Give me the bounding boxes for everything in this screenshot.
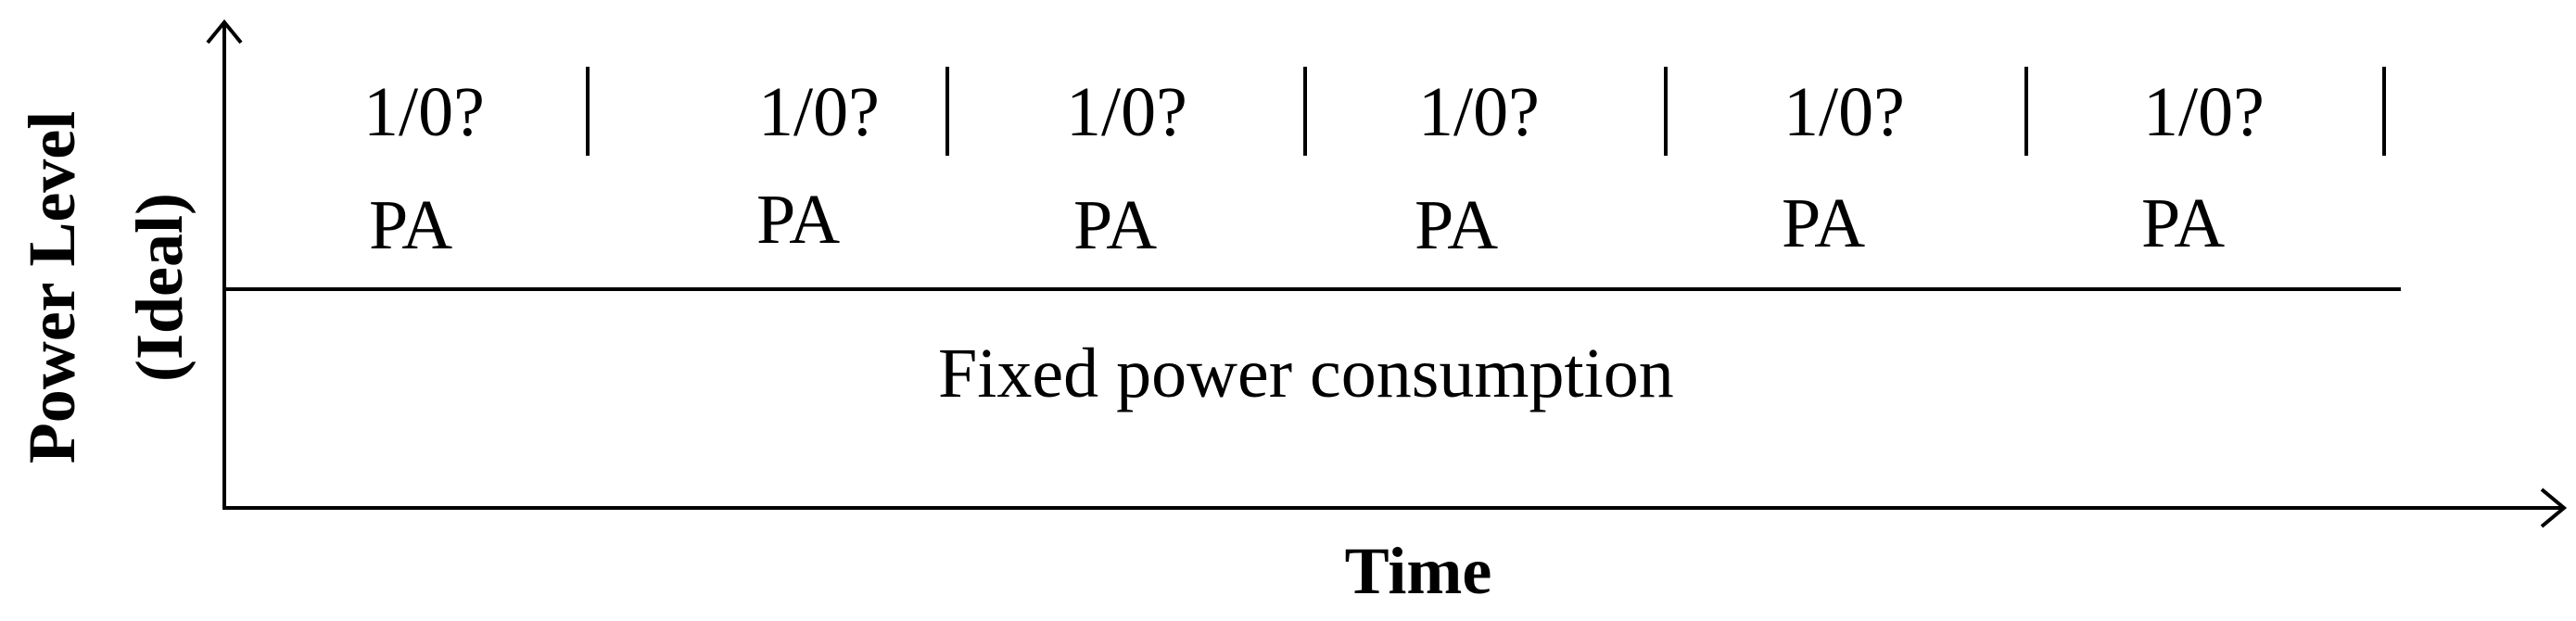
y-axis-arrowhead (206, 19, 243, 44)
slot-pa-label: PA (1782, 184, 1865, 262)
y-axis-title-line2: (Ideal) (122, 193, 197, 382)
x-axis-title: Time (1345, 534, 1492, 608)
slot-pa-label: PA (369, 186, 452, 264)
x-axis-arrowhead (2540, 488, 2568, 528)
slot-pa-label: PA (1073, 186, 1157, 264)
slot-bit-label: 1/0? (1066, 73, 1187, 151)
slot-pa-label: PA (2141, 184, 2225, 262)
slot-bit-label: 1/0? (1418, 73, 1540, 151)
slot-separators (586, 67, 2386, 156)
slot-bit-label: 1/0? (2143, 73, 2265, 151)
slot-pa-label: PA (756, 181, 840, 259)
slot-bit-label: 1/0? (1783, 73, 1905, 151)
slot-bit-label: 1/0? (758, 73, 880, 151)
y-axis-title-line1: Power Level (15, 111, 89, 464)
fixed-power-label: Fixed power consumption (938, 335, 1674, 412)
slot-bit-label: 1/0? (363, 73, 485, 151)
slot-pa-label: PA (1415, 186, 1498, 264)
